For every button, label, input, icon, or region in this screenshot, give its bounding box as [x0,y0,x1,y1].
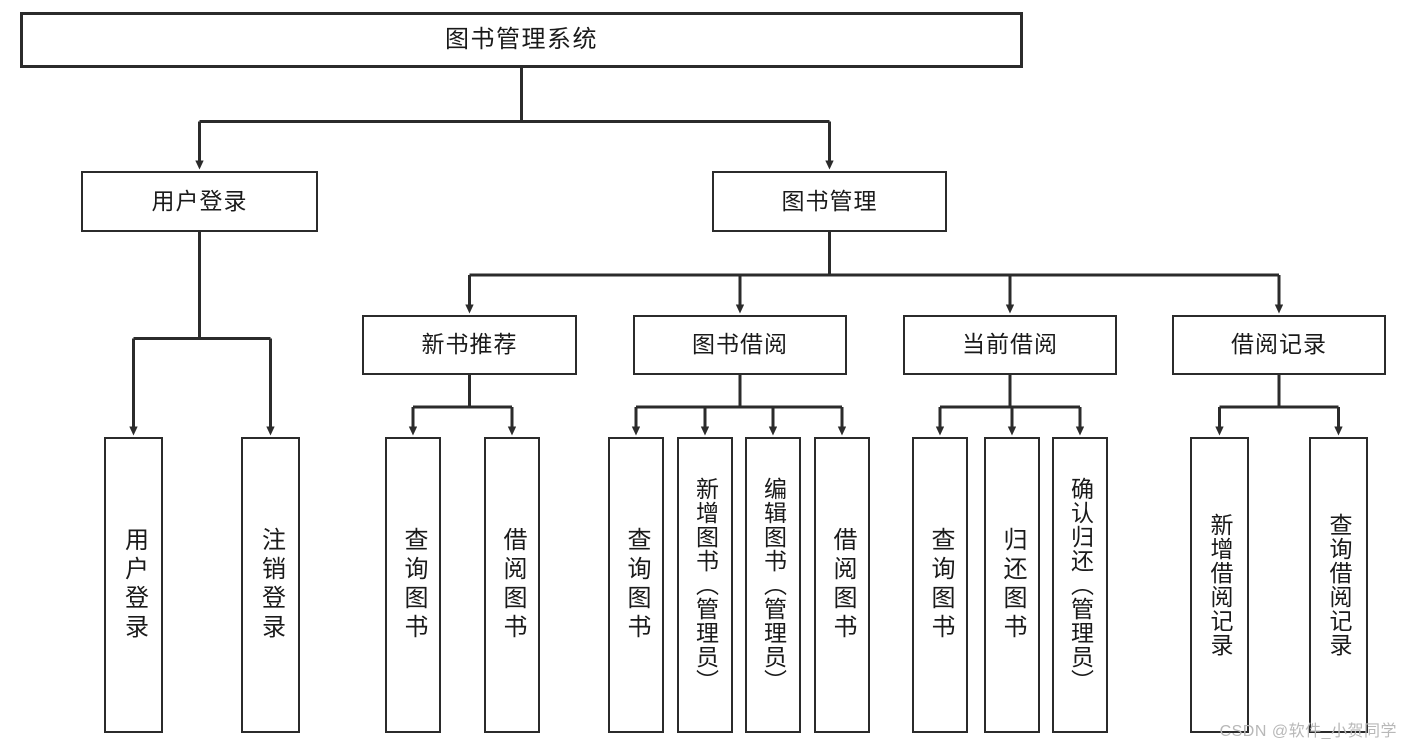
node-label: 用户登录 [151,187,248,214]
node-label: 确认归还（管理员） [1067,477,1094,693]
node-label: 借阅记录 [1231,331,1327,358]
node-label: 查询图书 [400,527,427,643]
node-newbook[interactable]: 新书推荐 [362,315,577,375]
node-leaf-query1[interactable]: 查询图书 [385,437,441,733]
node-label: 图书管理系统 [445,25,598,53]
node-label: 图书借阅 [692,331,788,358]
node-leaf-confirm[interactable]: 确认归还（管理员） [1052,437,1108,733]
node-leaf-addbook[interactable]: 新增图书（管理员） [677,437,733,733]
node-leaf-logout[interactable]: 注销登录 [241,437,300,733]
node-leaf-borrow2[interactable]: 借阅图书 [814,437,870,733]
node-leaf-editbook[interactable]: 编辑图书（管理员） [745,437,801,733]
node-label: 用户登录 [120,527,148,643]
node-leaf-borrow1[interactable]: 借阅图书 [484,437,540,733]
node-label: 新增图书（管理员） [692,477,719,693]
node-label: 查询借阅记录 [1326,513,1352,657]
node-bookmgmt[interactable]: 图书管理 [712,171,947,232]
node-leaf-login[interactable]: 用户登录 [104,437,163,733]
node-label: 图书管理 [781,187,878,214]
node-leaf-query3[interactable]: 查询图书 [912,437,968,733]
node-leaf-return[interactable]: 归还图书 [984,437,1040,733]
node-label: 借阅图书 [499,527,526,643]
node-current[interactable]: 当前借阅 [903,315,1117,375]
node-label: 归还图书 [999,527,1026,643]
node-leaf-query2[interactable]: 查询图书 [608,437,664,733]
node-label: 新增借阅记录 [1207,513,1233,657]
node-label: 注销登录 [257,527,285,643]
node-label: 借阅图书 [829,527,856,643]
node-label: 当前借阅 [962,331,1058,358]
node-borrow[interactable]: 图书借阅 [633,315,847,375]
node-leaf-queryrec[interactable]: 查询借阅记录 [1309,437,1368,733]
node-label: 查询图书 [927,527,954,643]
node-label: 查询图书 [623,527,650,643]
node-label: 编辑图书（管理员） [760,477,787,693]
node-leaf-addrec[interactable]: 新增借阅记录 [1190,437,1249,733]
node-records[interactable]: 借阅记录 [1172,315,1386,375]
node-root[interactable]: 图书管理系统 [20,12,1023,68]
node-label: 新书推荐 [421,331,518,358]
node-login[interactable]: 用户登录 [81,171,318,232]
